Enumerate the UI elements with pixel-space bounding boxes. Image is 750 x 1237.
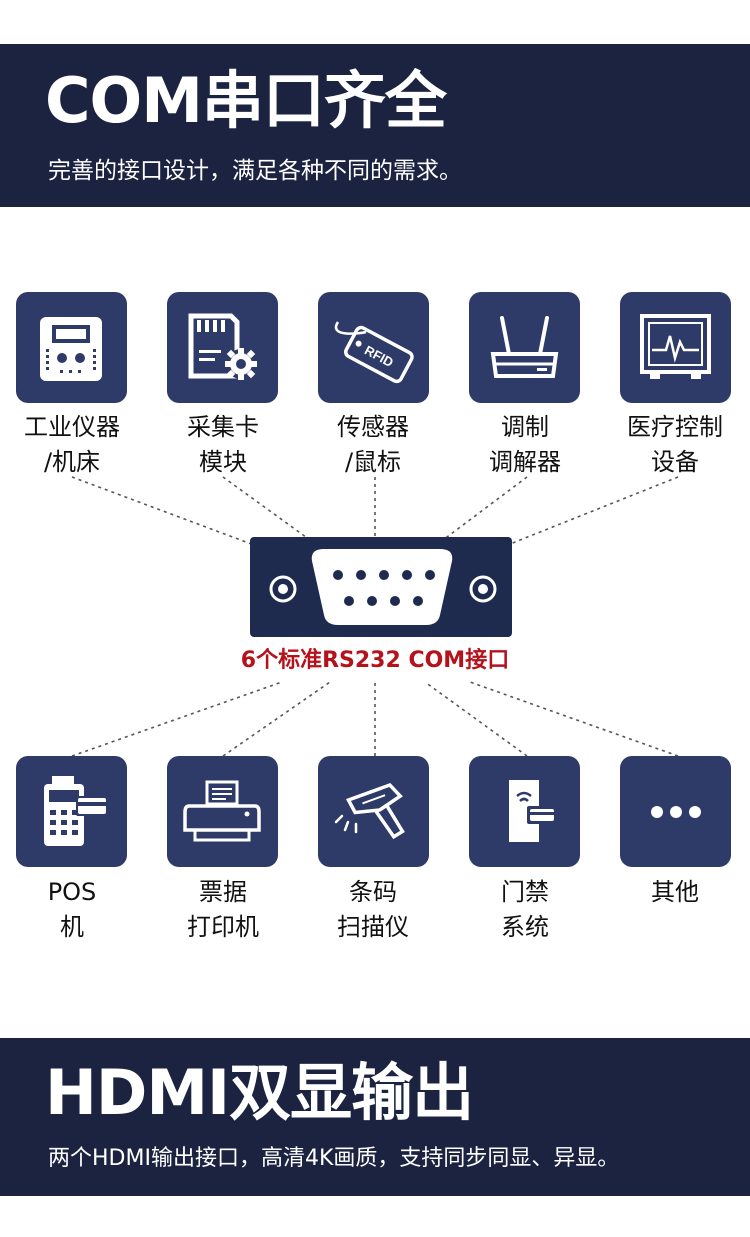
scanner-tile [318,756,429,867]
hdmi-banner: HDMI双显输出 两个HDMI输出接口，高清4K画质，支持同步同显、异显。 [0,1038,750,1196]
label-scanner: 条码 扫描仪 [337,878,409,941]
more-dots-icon [651,806,701,818]
industrial-instrument-tile [16,292,127,403]
label-printer: 票据 打印机 [187,878,259,941]
other-tile [620,756,731,867]
port-caption: 6个标准RS232 COM接口 [240,648,510,673]
rfid-tile: RFID [318,292,429,403]
label-capture-card: 采集卡 模块 [187,413,259,476]
pos-terminal-icon [44,776,108,846]
label-sensor: 传感器 /鼠标 [337,413,409,476]
router-modem-icon [490,316,559,378]
access-tile [469,756,580,867]
label-medical: 医疗控制 设备 [627,413,723,476]
label-industrial: 工业仪器 /机床 [24,413,120,476]
barcode-scanner-icon [334,782,405,840]
label-modem: 调制 调解器 [489,413,561,476]
medical-monitor-icon [640,314,711,379]
medical-tile [620,292,731,403]
pos-tile [16,756,127,867]
hdmi-subtitle: 两个HDMI输出接口，高清4K画质，支持同步同显、异显。 [48,1146,620,1171]
industrial-instrument-icon [40,317,102,381]
receipt-printer-icon [183,780,261,842]
label-access: 门禁 系统 [501,878,549,941]
modem-tile [469,292,580,403]
sd-card-gear-icon [188,313,257,380]
db9-port-icon [269,549,497,625]
access-control-icon [509,780,557,842]
hdmi-title: HDMI双显输出 [45,1056,474,1129]
label-other: 其他 [651,878,699,906]
sd-card-tile [167,292,278,403]
printer-tile [167,756,278,867]
rfid-tag-icon: RFID [334,321,414,384]
com-title: COM串口齐全 [45,64,447,137]
db9-connector [250,537,512,637]
com-subtitle: 完善的接口设计，满足各种不同的需求。 [48,158,462,184]
com-banner: COM串口齐全 完善的接口设计，满足各种不同的需求。 [0,44,750,207]
label-pos: POS 机 [47,878,97,941]
